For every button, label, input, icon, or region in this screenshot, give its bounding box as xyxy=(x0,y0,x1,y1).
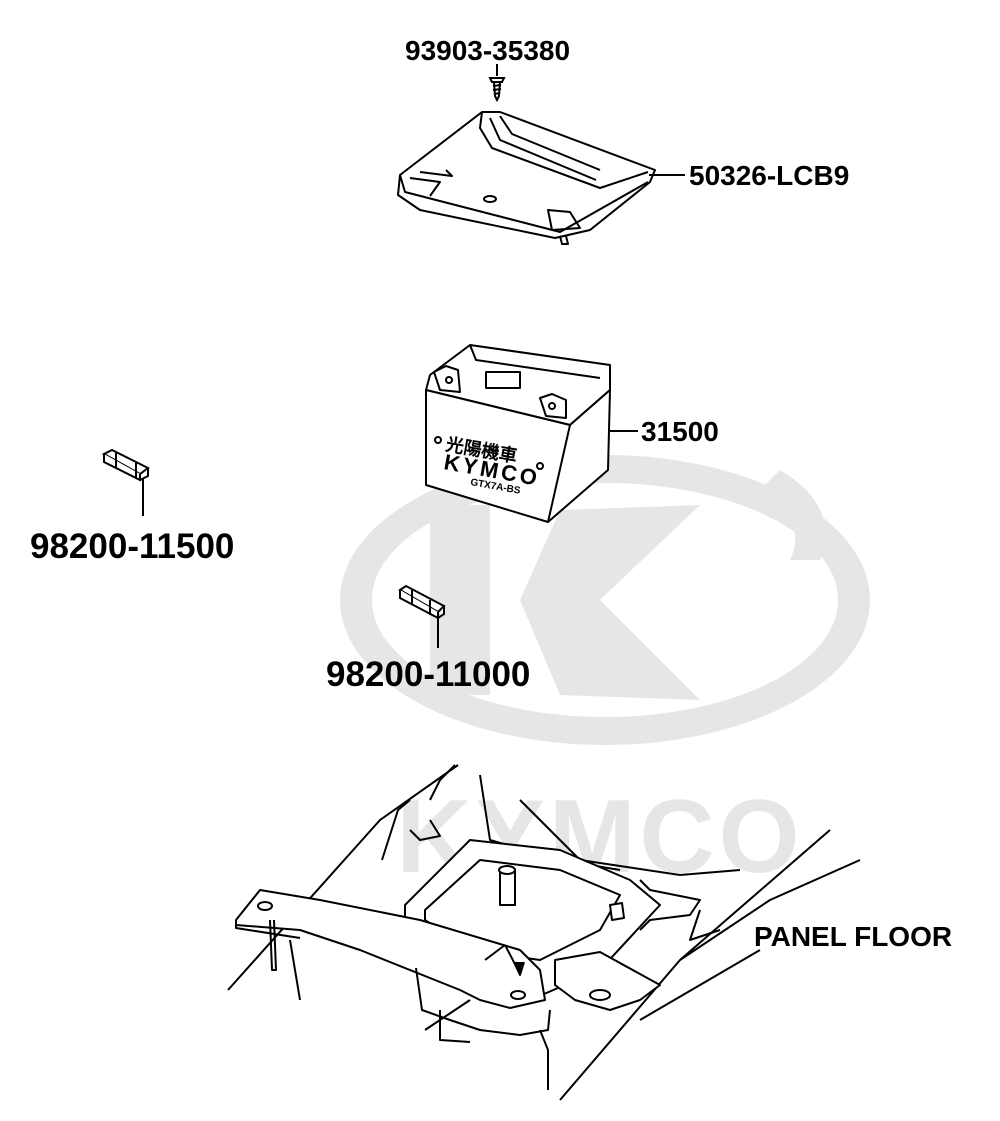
battery-cover-icon xyxy=(397,111,656,245)
panel-floor-label: PANEL FLOOR xyxy=(754,921,953,952)
kymco-logo-watermark xyxy=(340,455,870,745)
part-number-screw: 93903-35380 xyxy=(405,35,571,66)
part-number-fuse-small: 98200-11000 xyxy=(326,655,531,694)
part-number-battery: 31500 xyxy=(641,416,719,447)
battery-icon xyxy=(425,344,611,523)
part-number-battery-cover: 50326-LCB9 xyxy=(689,160,850,191)
part-number-fuse-large: 98200-11500 xyxy=(30,527,235,566)
fuse-large-icon xyxy=(101,448,150,482)
leader-lines xyxy=(142,174,685,648)
panel-floor-icon xyxy=(227,764,861,1101)
screw-icon xyxy=(488,64,506,103)
fuse-small-icon xyxy=(398,584,446,620)
